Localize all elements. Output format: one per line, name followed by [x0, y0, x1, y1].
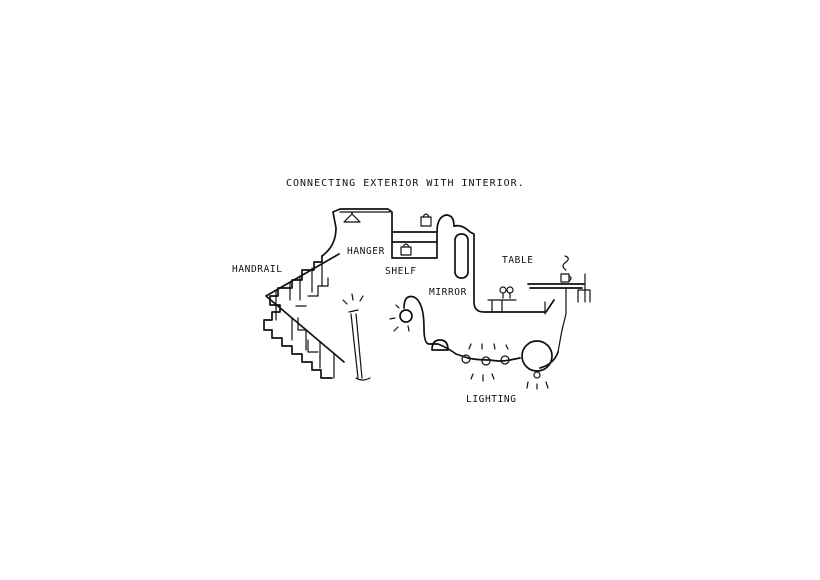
handrail-line [265, 253, 345, 363]
table-top [527, 283, 585, 289]
lamp-icon [521, 340, 553, 372]
wall-to-mirror [436, 214, 457, 233]
chair-icon [577, 273, 591, 303]
lamp-icon [431, 339, 449, 351]
wall-outline [321, 208, 438, 259]
lighting-wire [403, 295, 559, 369]
label-table: TABLE [502, 255, 534, 266]
wall-to-table [453, 224, 555, 313]
label-handrail: HANDRAIL [232, 264, 283, 275]
lamp-icon [461, 354, 471, 364]
mug-icon [560, 255, 572, 283]
light-rays [342, 293, 364, 305]
lamp-icon [399, 309, 413, 323]
label-hanger: HANGER [347, 246, 385, 257]
broom-icon [348, 309, 371, 381]
light-rays [389, 304, 410, 332]
bag-icon [400, 246, 412, 256]
hanger-icon [343, 211, 361, 223]
table-legs [544, 287, 567, 353]
light-rays [468, 343, 509, 382]
staircase-inner-steps [295, 277, 329, 369]
lamp-icon [481, 356, 491, 366]
side-table [487, 299, 517, 313]
label-mirror: MIRROR [429, 287, 467, 298]
staircase-outline [263, 255, 333, 379]
glasses-icon [499, 286, 514, 299]
mirror-icon [454, 233, 469, 279]
lamp-icon [500, 355, 510, 365]
diagram-title: CONNECTING EXTERIOR WITH INTERIOR. [286, 178, 525, 189]
handrail-posts [275, 263, 335, 379]
label-lighting: LIGHTING [466, 394, 517, 405]
bag-icon [420, 216, 432, 227]
label-shelf: SHELF [385, 266, 417, 277]
